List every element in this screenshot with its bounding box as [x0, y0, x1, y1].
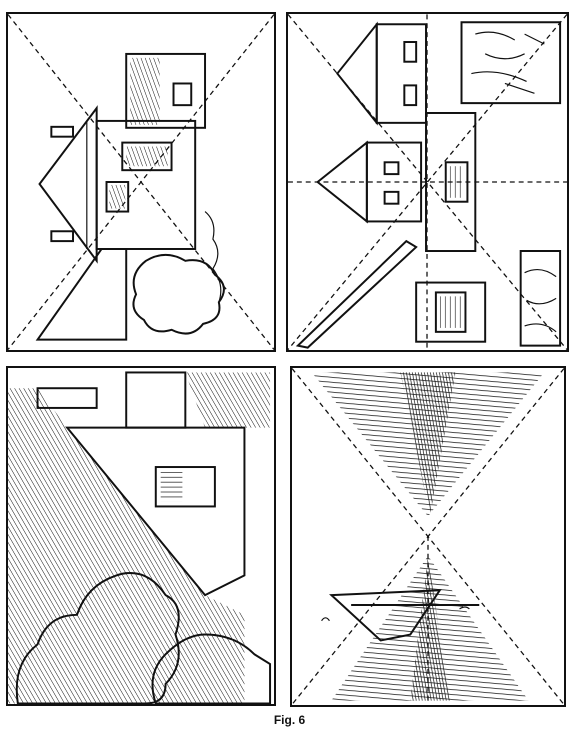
stone-lines: [471, 31, 545, 94]
hatched-ground: [8, 388, 245, 704]
door: [121, 141, 173, 172]
diagonal-edge: [66, 427, 206, 596]
panel-rotated-scene-drawing: [8, 371, 272, 704]
back-building-shading: [130, 57, 160, 125]
upper-block: [125, 371, 187, 429]
middle-window: [383, 190, 400, 205]
hatched-bush: [151, 633, 272, 704]
chimney: [50, 230, 75, 243]
dashed-diagonal: [288, 14, 567, 350]
upper-house-window: [403, 41, 418, 63]
panel-house-sideways-drawing: [8, 14, 274, 350]
wall-window: [154, 466, 216, 508]
window: [105, 181, 130, 213]
chimney: [50, 125, 75, 138]
panel-boat: [290, 366, 566, 707]
stone-wall-lower: [519, 250, 562, 347]
water-marks: [321, 606, 470, 622]
ground-line: [204, 211, 222, 303]
garden-path: [35, 248, 128, 341]
dashed-diagonal: [8, 14, 274, 350]
back-window: [172, 82, 193, 107]
dark-water: [410, 555, 450, 701]
chimney-top: [36, 387, 98, 409]
middle-house: [365, 141, 423, 223]
wall-window-shading: [160, 471, 183, 502]
tower-door-shading: [449, 166, 464, 198]
tower: [425, 112, 477, 252]
lower-door: [434, 291, 467, 333]
door-shading: [126, 146, 168, 167]
panel-two-houses: [286, 12, 569, 352]
window-shading: [109, 184, 126, 209]
upper-house-roof: [336, 21, 378, 126]
house-roof: [38, 105, 98, 264]
hatched-corner: [185, 372, 271, 428]
dashed-diagonal: [288, 14, 567, 350]
lower-door-shading: [439, 296, 462, 328]
panel-boat-drawing: [292, 368, 564, 705]
boat-sail: [329, 589, 442, 642]
panel-two-houses-drawing: [288, 14, 567, 350]
tower-door: [444, 161, 469, 203]
back-building: [125, 52, 207, 129]
upper-house: [375, 23, 428, 124]
lower-building: [415, 281, 487, 343]
figure-caption: Fig. 6: [273, 713, 306, 727]
bush: [132, 253, 225, 335]
stone-lines: [524, 268, 557, 333]
panel-house-sideways: [6, 12, 276, 352]
middle-window: [383, 161, 400, 176]
stone-wall: [460, 21, 562, 105]
panel-rotated-scene: [6, 366, 276, 706]
upper-house-window: [403, 84, 418, 107]
ramp: [295, 239, 418, 349]
dark-reflection: [400, 372, 456, 517]
tree-foliage: [15, 571, 180, 704]
